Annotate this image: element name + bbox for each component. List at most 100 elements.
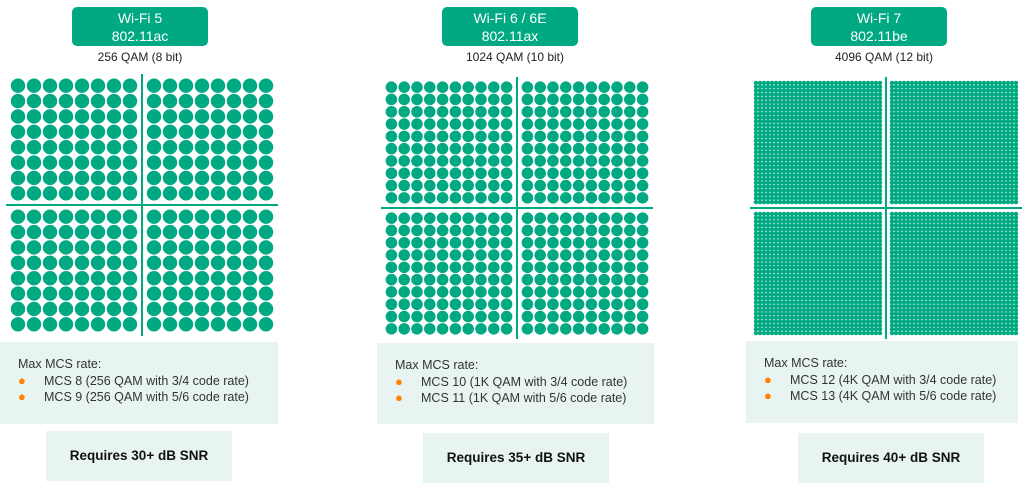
constellation-point [837,246,843,251]
constellation-point [26,209,42,224]
constellation-point [937,311,943,317]
constellation-point [841,292,847,297]
constellation-point [909,149,915,155]
constellation-point [765,169,771,174]
constellation-point [90,109,106,124]
constellation-point [857,134,863,139]
constellation-point [753,230,759,236]
constellation-point [969,103,975,109]
constellation-point [841,300,847,305]
constellation-point [933,122,939,128]
constellation-point [42,286,58,301]
constellation-point [624,224,636,237]
constellation-point [857,215,863,221]
constellation-point [893,92,899,97]
constellation-point [945,227,951,232]
constellation-point [1009,315,1015,320]
constellation-point [572,81,585,93]
constellation-point [226,155,242,170]
constellation-point [849,92,855,97]
constellation-point [901,303,907,309]
constellation-point [925,80,931,86]
constellation-point [965,234,971,240]
constellation-point [258,209,274,224]
constellation-point [833,196,839,201]
constellation-point [961,115,967,120]
constellation-point [961,176,967,182]
constellation-point [10,93,26,109]
constellation-point [937,134,943,139]
constellation-point [997,188,1003,193]
constellation-point [913,138,919,143]
constellation-point [853,196,859,201]
constellation-point [813,92,819,97]
constellation-point [398,167,410,180]
constellation-point [773,111,779,116]
constellation-point [845,307,851,313]
constellation-point [560,118,572,130]
constellation-point [965,99,971,105]
constellation-point [893,161,899,166]
constellation-point [761,238,767,244]
constellation-point [1001,103,1007,109]
constellation-point [821,303,827,309]
constellation-point [849,157,855,163]
constellation-point [957,250,963,255]
constellation-point [1005,238,1011,244]
constellation-point [560,167,572,180]
constellation-point [953,300,959,305]
constellation-point [925,327,931,332]
constellation-point [977,165,983,170]
constellation-point [801,134,807,139]
mcs-item: ●MCS 8 (256 QAM with 3/4 code rate) [18,373,249,388]
constellation-point [761,88,767,93]
constellation-point [921,122,927,128]
constellation-point [857,142,863,147]
constellation-point [853,296,859,301]
constellation-point [178,240,194,255]
constellation-point [42,301,58,317]
constellation-point [897,107,903,113]
constellation-point [985,146,991,151]
constellation-point [941,230,947,236]
constellation-point [993,196,999,201]
constellation-point [829,253,835,259]
constellation-point [941,188,947,193]
constellation-point [817,215,823,221]
constellation-point [809,215,815,221]
constellation-point [933,96,939,101]
constellation-point [917,280,923,286]
constellation-point [805,169,811,174]
constellation-point [753,227,759,232]
constellation-point [801,149,807,155]
constellation-point [921,80,927,86]
constellation-point [585,93,598,106]
constellation-point [989,215,995,221]
constellation-point [1013,122,1019,128]
constellation-point [90,240,106,255]
constellation-point [981,196,987,201]
constellation-point [797,96,803,101]
constellation-point [993,107,999,113]
constellation-point [761,165,767,170]
constellation-point [793,103,799,109]
constellation-point [981,119,987,124]
constellation-point [921,261,927,267]
constellation-point [945,265,951,270]
constellation-point [833,257,839,263]
constellation-point [985,315,991,320]
constellation-point [1005,122,1011,128]
constellation-point [226,109,242,124]
constellation-point [534,224,546,237]
constellation-point [889,192,895,197]
constellation-point [849,230,855,236]
constellation-point [993,180,999,186]
constellation-point [945,315,951,320]
constellation-point [929,153,935,159]
constellation-point [929,188,935,193]
constellation-point [769,311,775,317]
constellation-point [773,115,779,120]
constellation-point [933,311,939,317]
constellation-point [42,155,58,170]
constellation-point [833,80,839,86]
